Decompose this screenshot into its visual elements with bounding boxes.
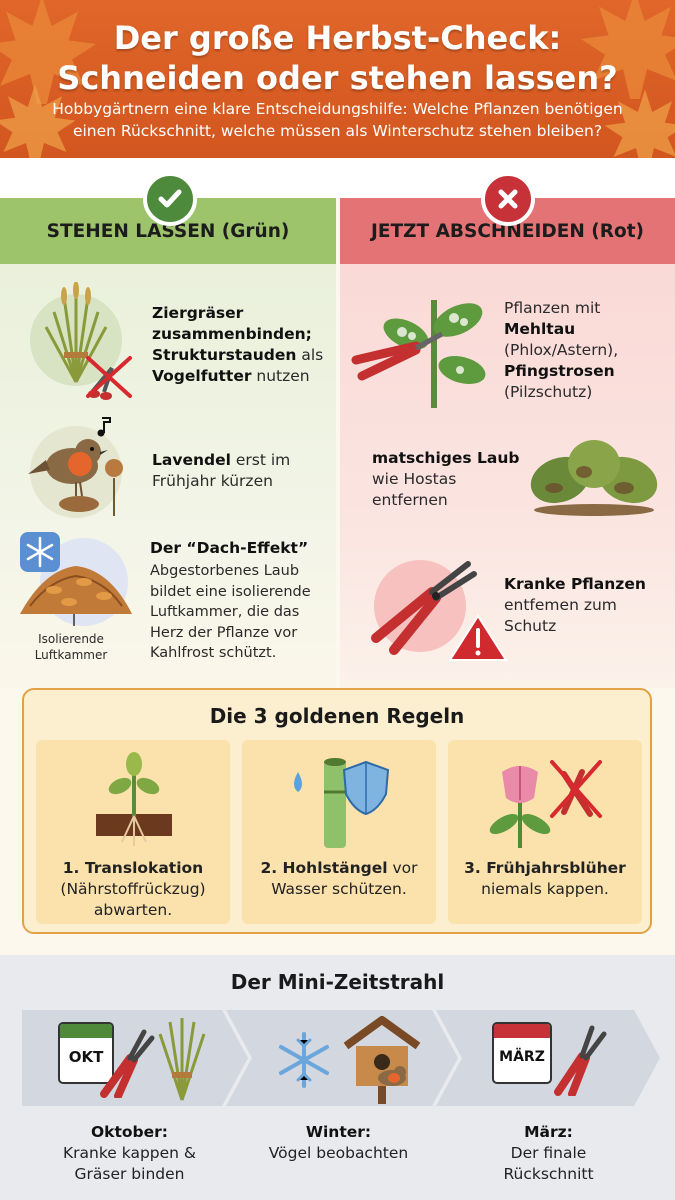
pruning-shears-warning-icon <box>371 560 508 661</box>
mildew-plant-shears-icon <box>351 300 486 408</box>
timeline-caption-march: März: Der finale Rückschnitt <box>503 1123 594 1183</box>
calendar-icon-oct: OKT <box>58 1022 114 1084</box>
rule-card-translocation: 1. Translokation (Nährstoffrückzug) abwa… <box>36 740 230 924</box>
ornamental-grass-icon <box>30 282 122 386</box>
golden-rules-panel: Die 3 goldenen Regeln 1. Translokation (… <box>22 688 652 934</box>
checkmark-icon <box>158 189 182 208</box>
tulip-no-cut-icon <box>489 760 602 848</box>
keep-item-grasses: Ziergräser zusammenbinden; Strukturstaud… <box>152 304 324 385</box>
cross-icon <box>498 189 518 209</box>
maple-leaf-icon <box>581 0 675 99</box>
hollow-stem-shield-icon <box>294 758 390 848</box>
maple-leaf-icon <box>604 89 675 158</box>
cross-badge <box>481 172 535 226</box>
rule-caption-3: 3. Frühjahrsblüher niemals kappen. <box>464 859 626 898</box>
cut-column: JETZT ABSCHNEIDEN (Rot) Pflanzen mit Meh… <box>340 198 675 688</box>
leaf-pile-icon <box>20 538 132 626</box>
crossed-shears-icon <box>86 356 132 400</box>
birdhouse-icon <box>343 1016 421 1104</box>
rule-card-hollow-stems: 2. Hohlstängel vor Wasser schützen. <box>242 740 436 924</box>
pruning-shears-icon <box>100 1029 155 1098</box>
timeline-caption-october: Oktober: Kranke kappen & Gräser binden <box>63 1123 196 1183</box>
timeline-title: Der Mini-Zeitstrahl <box>230 970 445 994</box>
check-badge <box>143 172 197 226</box>
page-subtitle: Hobbygärtnern eine klare Entscheidungshi… <box>52 100 623 140</box>
keep-column: STEHEN LASSEN (Grün) Ziergräser zusammen… <box>0 198 336 688</box>
timeline-caption-winter: Winter: Vögel beobachten <box>268 1123 409 1162</box>
keep-item-lavender: Lavendel erst im Frühjahr kürzen <box>152 451 291 490</box>
golden-rules-title: Die 3 goldenen Regeln <box>209 704 465 728</box>
snowflake-icon <box>279 1032 329 1088</box>
rule-caption-2: 2. Hohlstängel vor Wasser schützen. <box>260 859 418 898</box>
robin-bird-icon <box>28 426 123 518</box>
sprout-roots-icon <box>96 752 172 846</box>
calendar-icon-march: MÄRZ <box>492 1022 552 1084</box>
header-banner: Der große Herbst-Check: Schneiden oder s… <box>0 0 675 158</box>
page-title: Der große Herbst-Check: Schneiden oder s… <box>57 19 618 97</box>
divider-band <box>0 158 675 198</box>
rule-caption-1: 1. Translokation (Nährstoffrückzug) abwa… <box>60 859 206 919</box>
cut-item-mildew: Pflanzen mit Mehltau (Phlox/Astern), Pfi… <box>504 299 619 401</box>
cut-item-sick-plants: Kranke Pflanzen entfemen zum Schutz <box>504 575 646 635</box>
cut-item-hosta: matschiges Laub wie Hostas entfernen <box>372 449 520 509</box>
keep-item-dach-effekt: Der “Dach-Effekt” Abgestorbenes Laub bil… <box>150 539 311 661</box>
hosta-plant-icon <box>530 440 658 516</box>
pruning-shears-icon <box>554 1025 607 1096</box>
bundled-grass-icon <box>158 1018 206 1101</box>
maple-leaf-icon <box>0 0 96 104</box>
maple-leaf-icon <box>0 84 76 158</box>
rule-card-spring-bloomers: 3. Frühjahrsblüher niemals kappen. <box>448 740 642 924</box>
music-note-icon <box>97 417 111 437</box>
snowflake-icon <box>20 532 60 572</box>
